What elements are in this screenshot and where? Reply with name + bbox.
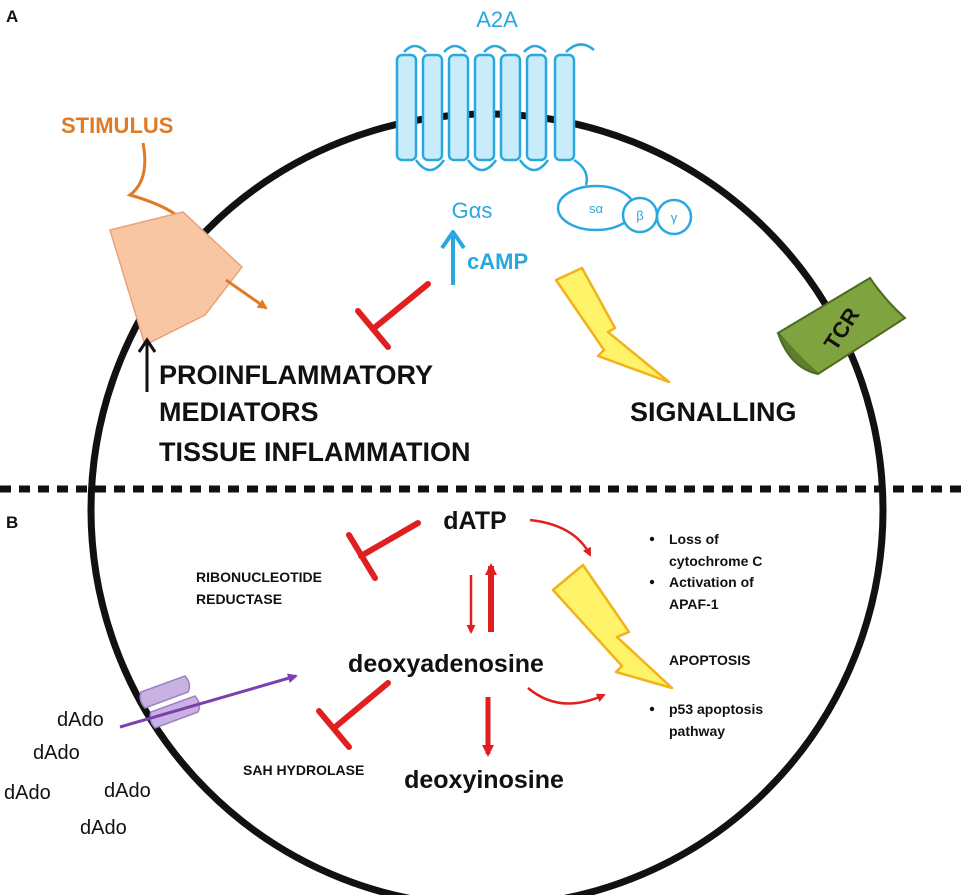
galpha-s-label: Gαs [452, 198, 493, 223]
a2a-label: A2A [476, 7, 518, 32]
panel-a-label: A [6, 7, 18, 26]
deoxyinosine-label: deoxyinosine [404, 766, 564, 794]
signalling-label: SIGNALLING [630, 397, 797, 427]
dado-label-1: dAdo [57, 709, 104, 731]
apoptosis-label: APOPTOSIS [669, 652, 750, 668]
bullet-cytochrome-c: cytochrome C [669, 553, 762, 569]
proinflammatory-label: PROINFLAMMATORY [159, 360, 433, 390]
dado-label-3: dAdo [4, 782, 51, 804]
subunit-gamma: γ [671, 210, 678, 225]
stimulus-label: STIMULUS [61, 113, 173, 138]
stimulus-arrow [225, 278, 268, 310]
bullet-apaf1: APAF-1 [669, 596, 719, 612]
dado-transport-arrow [119, 673, 298, 729]
dado-label-4: dAdo [104, 780, 151, 802]
dado-label-2: dAdo [33, 742, 80, 764]
subunit-s-alpha: sα [589, 201, 604, 216]
camp-inhibition [355, 281, 431, 350]
subunit-beta: β [636, 208, 643, 223]
bullet-pathway: pathway [669, 723, 725, 739]
dado-label-5: dAdo [80, 817, 127, 839]
reductase-label: REDUCTASE [196, 591, 282, 607]
datp-apoptosis-arrow [529, 518, 592, 557]
deoxyadenosine-apoptosis-arrow [527, 687, 606, 705]
bullet-loss-of: Loss of [669, 531, 719, 547]
mediators-label: MEDIATORS [159, 397, 319, 427]
datp-label: dATP [443, 507, 506, 535]
camp-label: cAMP [467, 249, 528, 274]
bullet-p53: p53 apoptosis [669, 701, 763, 717]
ribonucleotide-label: RIBONUCLEOTIDE [196, 569, 322, 585]
stimulus-receptor [109, 211, 244, 347]
sah-hydrolase-label: SAH HYDROLASE [243, 762, 364, 778]
stimulus-ligand [126, 142, 181, 220]
tissue-inflammation-label: TISSUE INFLAMMATION [159, 437, 470, 467]
deoxyadenosine-label: deoxyadenosine [348, 650, 544, 678]
a2a-receptor [395, 43, 595, 186]
g-protein [556, 184, 693, 236]
panel-b-label: B [6, 513, 18, 532]
apoptosis-lightning [551, 563, 674, 690]
rr-inhibition [346, 520, 421, 581]
apoptosis-bullets [649, 536, 655, 712]
signalling-lightning [554, 266, 671, 384]
bullet-activation-of: Activation of [669, 574, 754, 590]
sah-inhibition [316, 680, 391, 750]
